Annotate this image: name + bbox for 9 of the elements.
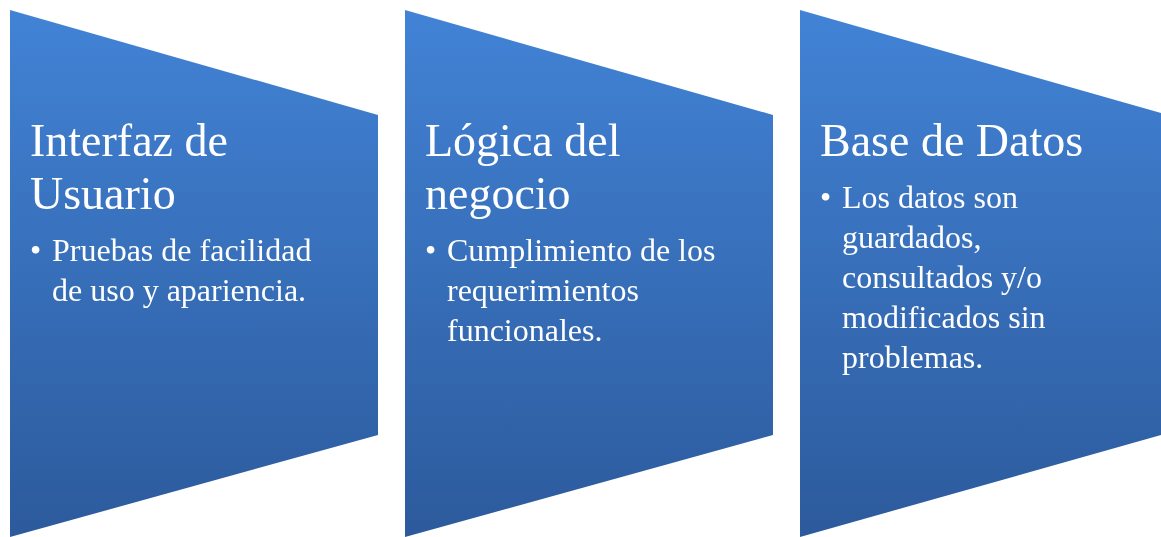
bullet-marker: •	[820, 178, 833, 217]
bullet-marker: •	[425, 231, 438, 270]
bullet-text: Pruebas de facilidad de uso y apariencia.	[52, 231, 313, 310]
step-heading: Interfaz de Usuario	[30, 114, 229, 220]
step-heading: Lógica del negocio	[425, 114, 622, 220]
bullet-marker: •	[30, 231, 43, 270]
step-heading: Base de Datos	[820, 114, 1085, 167]
bullet-text: Cumplimiento de los requerimientos funcionales.	[447, 231, 717, 350]
bullet-text: Los datos son guardados, consultados y/o modificados sin problemas.	[842, 178, 1047, 377]
